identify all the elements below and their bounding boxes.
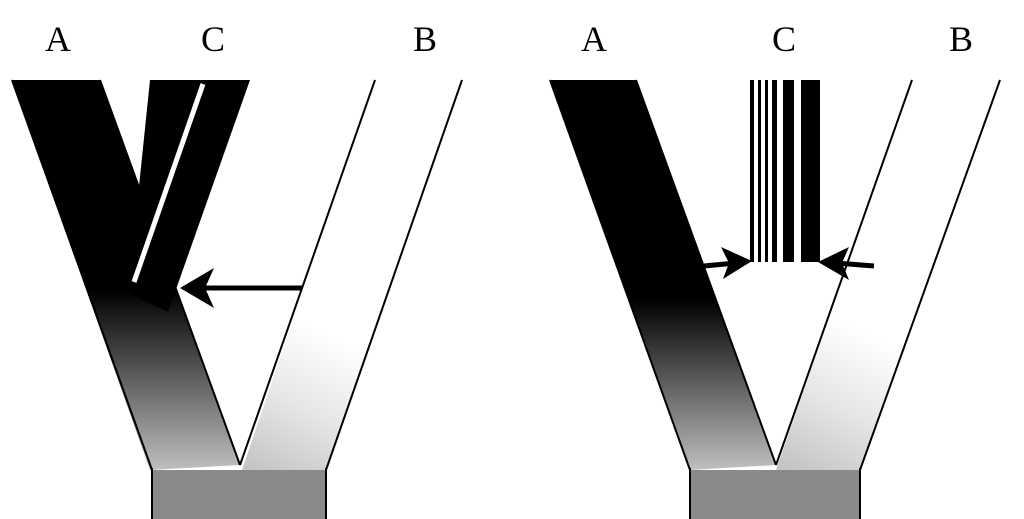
left-branch-b-inner-edge [239,79,376,466]
left-branch-a-outer-edge [11,79,153,471]
left-branch-c-gap [131,83,206,283]
left-label-b: B [413,19,437,59]
left-panel: A C B [11,19,463,519]
left-label-c: C [201,19,225,59]
right-base [690,470,860,519]
left-branch-a [12,80,240,470]
left-base [152,470,326,519]
right-branch-a [550,80,776,470]
right-arrow-a-to-c [703,247,752,279]
left-branch-c [128,80,250,312]
right-branch-b [776,80,1000,470]
right-panel: A C B [549,19,1001,519]
right-branch-b-outer-edge [859,79,1001,471]
left-arrow-b-to-a [180,268,302,308]
left-label-a: A [45,19,71,59]
left-branch-b [242,80,462,470]
right-branch-c [750,80,820,262]
right-label-b: B [949,19,973,59]
right-label-a: A [581,19,607,59]
right-branch-a-inner-edge [635,79,777,466]
right-label-c: C [772,19,796,59]
left-branch-b-outer-edge [325,79,463,471]
right-arrow-b-to-c [818,247,875,280]
right-branch-a-outer-edge [549,79,691,471]
